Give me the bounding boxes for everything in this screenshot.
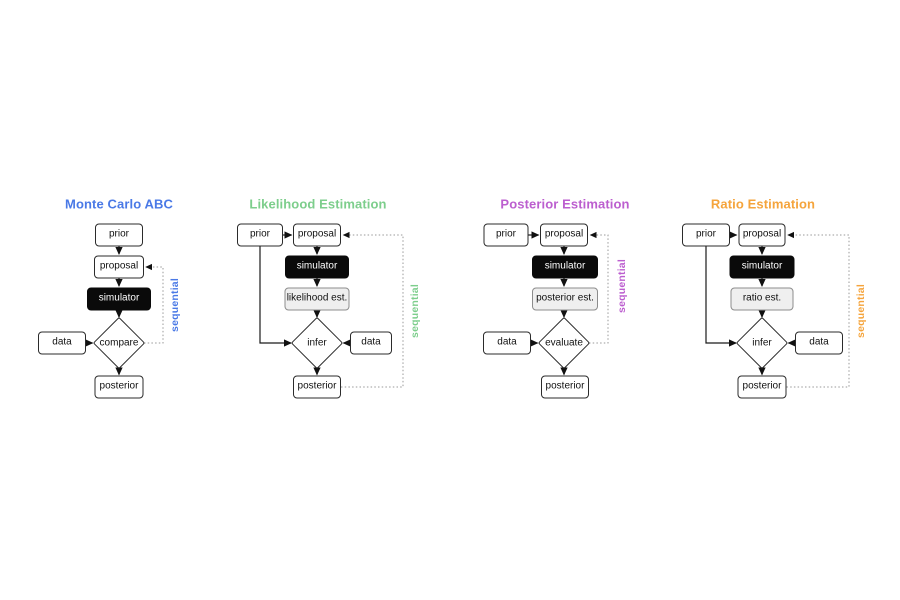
connectors-likelihood-estimation (259, 231, 404, 388)
node-data: data (38, 331, 86, 355)
node-posterior-est: posterior est. (532, 287, 598, 311)
node-data: data (483, 331, 531, 355)
node-proposal: proposal (94, 255, 144, 279)
diagram-title: Likelihood Estimation (249, 196, 387, 212)
decision-infer-label: infer (307, 337, 327, 349)
arrow-prior-infer (259, 246, 292, 347)
node-simulator: simulator (87, 287, 151, 311)
node-simulator: simulator (532, 255, 598, 279)
node-ratio-est: ratio est. (730, 287, 794, 311)
node-proposal: proposal (293, 223, 341, 247)
diagram-title: Posterior Estimation (500, 196, 630, 212)
sequential-label: sequential (616, 259, 628, 313)
node-prior: prior (237, 223, 283, 247)
node-simulator: simulator (285, 255, 349, 279)
decision-compare-label: compare (99, 337, 139, 349)
node-proposal: proposal (738, 223, 786, 247)
diagram-title: Ratio Estimation (710, 196, 816, 212)
connectors-posterior-estimation (528, 231, 609, 376)
dotted-loop-compare-proposal (144, 263, 164, 344)
node-simulator: simulator (729, 255, 795, 279)
node-data: data (350, 331, 392, 355)
node-data: data (795, 331, 843, 355)
sequential-label: sequential (169, 278, 181, 332)
dotted-loop-posterior-proposal (341, 231, 404, 388)
decision-evaluate-label: evaluate (545, 337, 583, 349)
node-posterior: posterior (541, 375, 589, 399)
node-prior: prior (483, 223, 529, 247)
node-posterior: posterior (94, 375, 144, 399)
node-prior: prior (95, 223, 143, 247)
dotted-loop-posterior-proposal (786, 231, 850, 388)
connectors-ratio-estimation (705, 231, 850, 388)
node-proposal: proposal (540, 223, 588, 247)
node-likelihood-est: likelihood est. (284, 287, 350, 311)
node-posterior: posterior (737, 375, 787, 399)
connectors-monte-carlo-abc (85, 246, 164, 376)
decision-infer-label: infer (752, 337, 772, 349)
sequential-label: sequential (855, 284, 867, 338)
diagram-title: Monte Carlo ABC (65, 196, 173, 212)
arrow-prior-infer (705, 246, 737, 347)
node-prior: prior (682, 223, 730, 247)
sequential-label: sequential (409, 284, 421, 338)
node-posterior: posterior (293, 375, 341, 399)
